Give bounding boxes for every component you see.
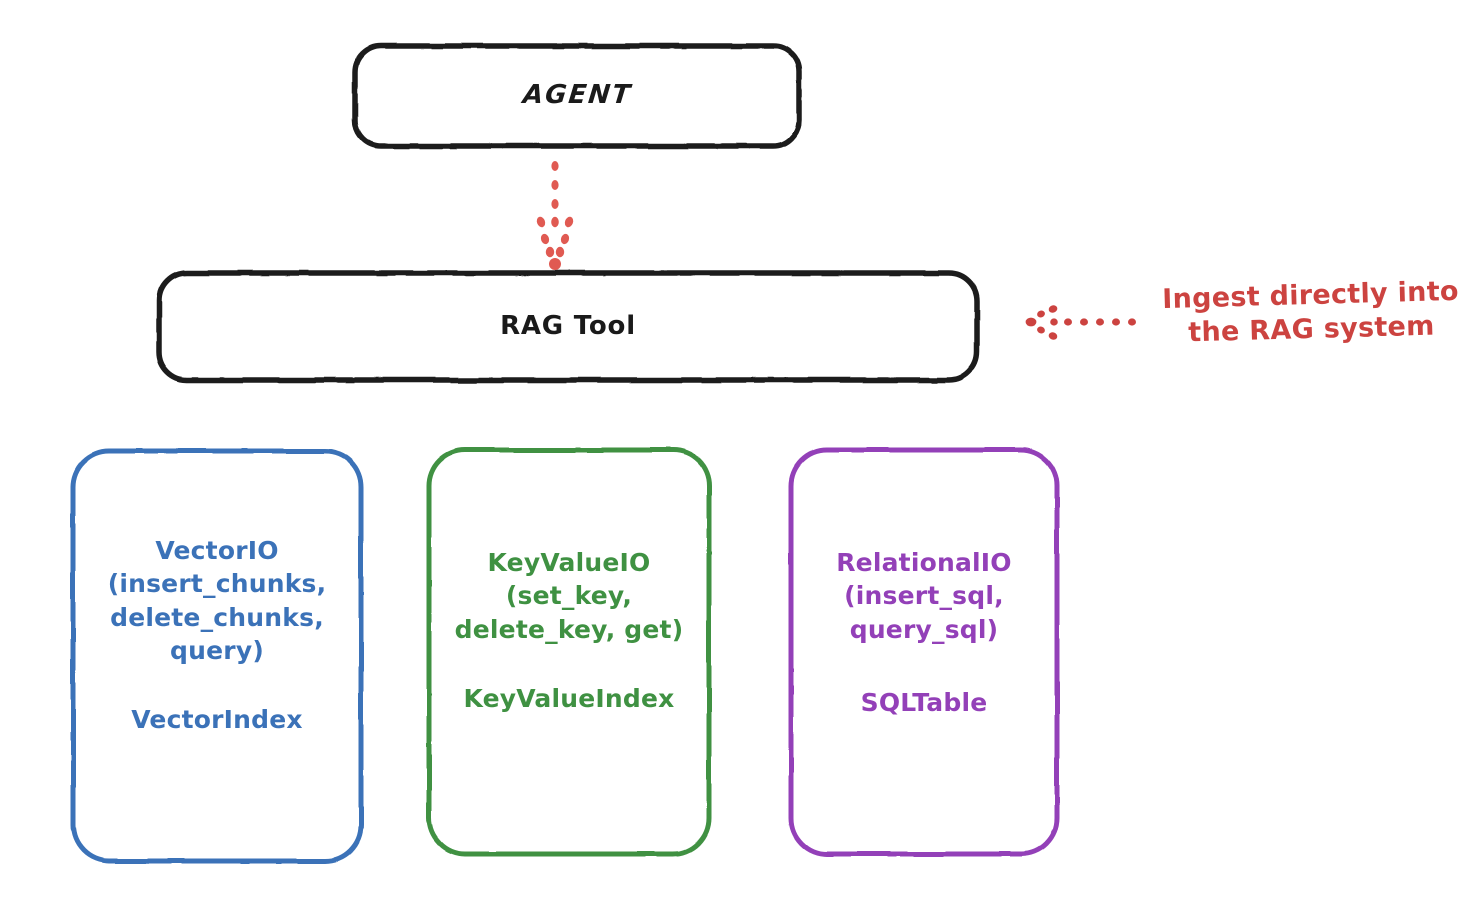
node-relationalio[interactable]: RelationalIO (insert_sql, query_sql) SQL… <box>788 448 1060 857</box>
vectorio-box-outline <box>70 448 364 864</box>
dotted-arrow-left-icon <box>1025 305 1136 340</box>
relationalio-api-label: RelationalIO (insert_sql, query_sql) <box>836 548 1012 644</box>
vectorio-api-label: VectorIO (insert_chunks, delete_chunks, … <box>107 536 327 665</box>
agent-box-outline <box>352 43 802 149</box>
keyvalueio-api-label: KeyValueIO (set_key, delete_key, get) <box>454 548 684 644</box>
vectorio-index-label: VectorIndex <box>131 705 303 734</box>
relationalio-index-label: SQLTable <box>860 687 988 717</box>
dotted-arrow-down-icon <box>536 161 574 270</box>
node-agent-label: AGENT <box>521 80 634 111</box>
node-rag-tool-label: RAG Tool <box>500 310 636 341</box>
node-keyvalueio[interactable]: KeyValueIO (set_key, delete_key, get) Ke… <box>426 448 712 857</box>
keyvalueio-box-outline <box>426 447 712 857</box>
node-agent[interactable]: AGENT <box>352 43 802 149</box>
node-vectorio[interactable]: VectorIO (insert_chunks, delete_chunks, … <box>70 448 364 864</box>
node-rag-tool[interactable]: RAG Tool <box>156 270 980 383</box>
rag-tool-box-outline <box>156 270 980 383</box>
annotation-ingest-directly: Ingest directly into the RAG system <box>1161 275 1460 349</box>
relationalio-box-outline <box>788 447 1060 857</box>
keyvalueio-index-label: KeyValueIndex <box>463 683 675 713</box>
